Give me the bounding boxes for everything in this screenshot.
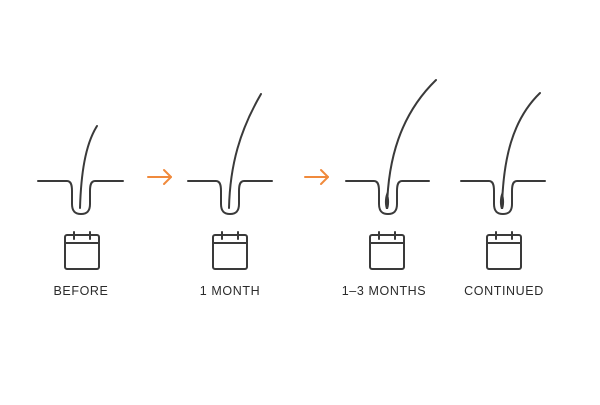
skin-line: [460, 180, 546, 215]
stage-before: [37, 125, 124, 270]
stage-continued: [460, 92, 546, 270]
skin-line: [187, 180, 273, 215]
stage-1-3-months: [345, 79, 437, 270]
calendar-icon: [369, 231, 405, 270]
skin-line: [37, 180, 124, 215]
hair-strand: [501, 92, 541, 209]
stage-label-before: BEFORE: [53, 284, 109, 298]
hair-strand: [386, 79, 437, 209]
stage-label-1-3-months: 1–3 MONTHS: [341, 284, 427, 298]
hair-strand: [228, 93, 262, 209]
stage-label-continued: CONTINUED: [464, 284, 544, 298]
calendar-icon: [64, 231, 100, 270]
hair-strand: [79, 125, 98, 209]
arrow-right-icon: [147, 169, 172, 185]
calendar-icon: [486, 231, 522, 270]
calendar-icon: [212, 231, 248, 270]
skin-line: [345, 180, 430, 215]
arrow-right-icon: [304, 169, 329, 185]
stage-label-1-month: 1 MONTH: [199, 284, 261, 298]
stage-1-month: [187, 93, 273, 270]
